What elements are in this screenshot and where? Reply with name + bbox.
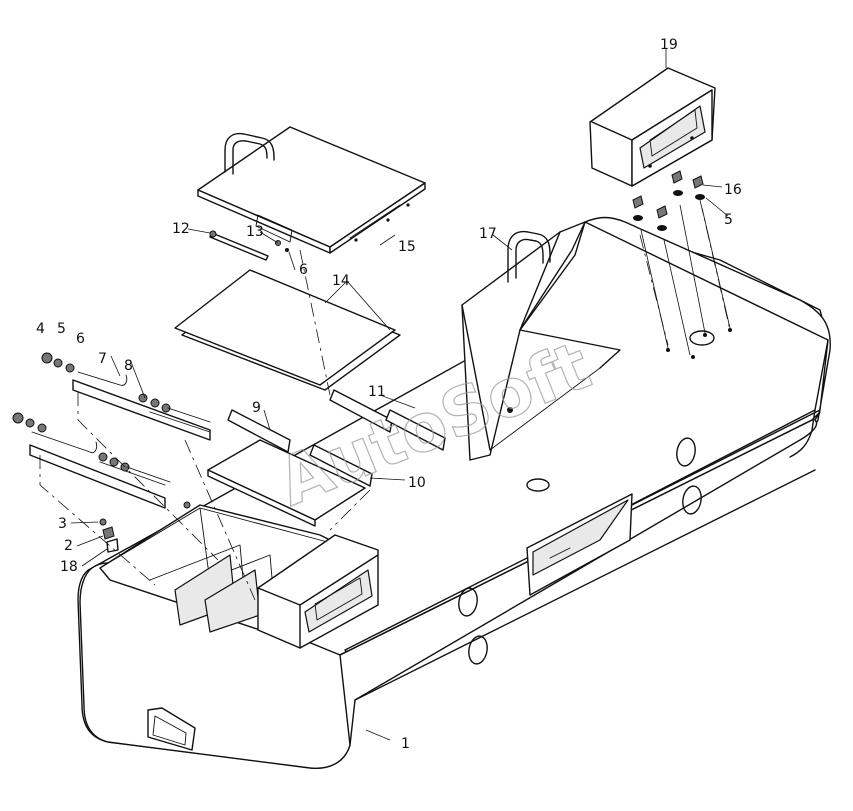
main-housing — [77, 216, 831, 769]
top-lid — [197, 126, 426, 254]
callout-3: 3 — [58, 516, 67, 532]
callout-6a: 6 — [76, 331, 85, 347]
rails — [29, 371, 211, 509]
callout-19: 19 — [660, 37, 678, 53]
callout-18: 18 — [60, 559, 78, 575]
callout-7: 7 — [98, 351, 107, 367]
callout-15: 15 — [398, 239, 416, 255]
callout-5a: 5 — [57, 321, 66, 337]
side-strips — [227, 389, 446, 487]
callout-labels: 1 2 3 4 5 5 6 6 7 8 9 10 11 12 13 14 15 … — [36, 37, 742, 752]
callout-14: 14 — [332, 273, 350, 289]
callout-16: 16 — [724, 182, 742, 198]
callout-4: 4 — [36, 321, 45, 337]
plates — [174, 269, 401, 391]
base-pad — [207, 439, 366, 527]
callout-11: 11 — [368, 384, 386, 400]
callout-1: 1 — [401, 736, 410, 752]
callout-13: 13 — [246, 224, 264, 240]
callout-6b: 6 — [299, 262, 308, 278]
callout-12: 12 — [172, 221, 190, 237]
callout-2: 2 — [64, 538, 73, 554]
callout-leaders — [70, 49, 729, 741]
callout-8: 8 — [124, 358, 133, 374]
left-end-cover — [257, 534, 379, 649]
fasteners-left — [12, 352, 211, 553]
right-end-cover — [589, 67, 716, 187]
callout-10: 10 — [408, 475, 426, 491]
callout-9: 9 — [252, 400, 261, 416]
hinge-rod — [209, 230, 289, 261]
assembly-lines — [39, 199, 731, 601]
callout-5b: 5 — [724, 212, 733, 228]
callout-17: 17 — [479, 226, 497, 242]
